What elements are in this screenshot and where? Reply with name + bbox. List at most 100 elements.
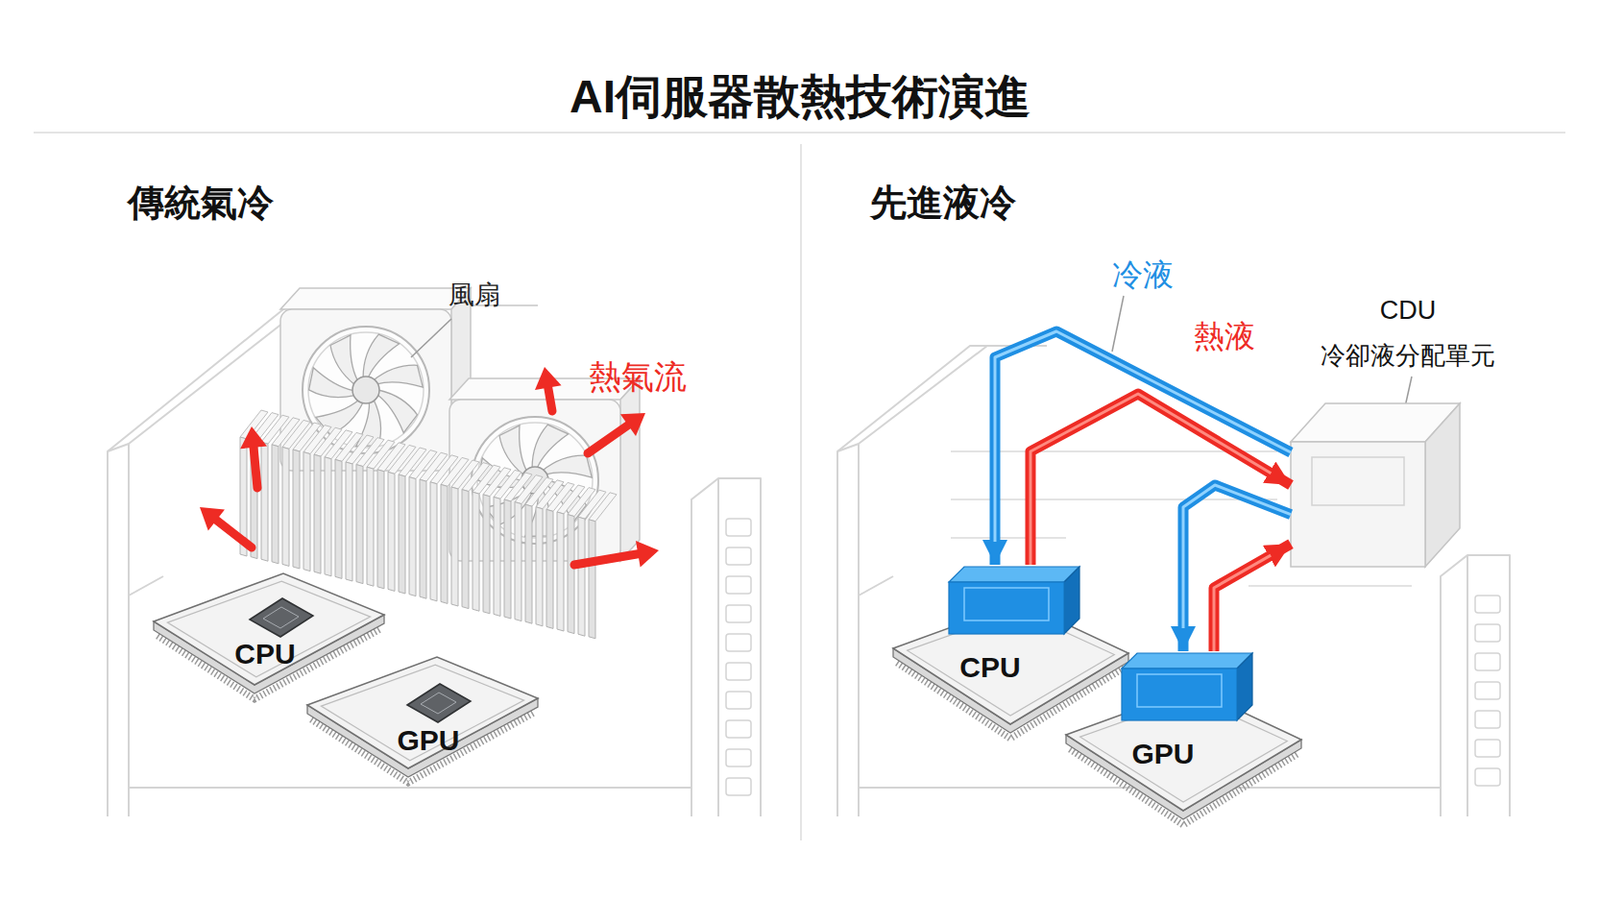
node-label: CDU [1380, 296, 1437, 326]
node-label: CPU [234, 637, 295, 670]
cold-plate-top [1121, 653, 1253, 669]
pipe-label: 冷液 [1112, 258, 1174, 292]
chip-die [249, 598, 314, 637]
vent-slot [726, 662, 752, 680]
vent-slot [1475, 624, 1501, 642]
heatsink-fin [472, 491, 480, 611]
coolant-pipe [1030, 393, 1291, 565]
cold-plate-side [1236, 653, 1253, 721]
node-label: GPU [396, 724, 460, 756]
chassis-line [1440, 555, 1510, 817]
vent-slot [1475, 739, 1501, 757]
cold-plate-detail [964, 587, 1049, 621]
pipe-label: 熱液 [1193, 319, 1256, 354]
heatsink-fin [314, 454, 321, 574]
heatsink-fin [303, 452, 311, 572]
cold-plate-front [948, 581, 1065, 634]
airflow-arrow [216, 520, 252, 548]
heatsink-fin [282, 446, 290, 566]
coolant-pipe [1213, 543, 1291, 652]
chip-top [153, 573, 385, 685]
node-shape [307, 645, 538, 780]
vent-slot [726, 605, 752, 623]
heatsink-fin [546, 509, 554, 629]
node-label: 冷卻液分配單元 [1320, 341, 1496, 370]
chip-rim [167, 581, 370, 678]
chassis-line [717, 478, 720, 817]
chassis-line [128, 305, 306, 817]
heatsink-fin [271, 444, 279, 564]
heatsink-fin [430, 482, 437, 602]
callout-label: 熱氣流 [588, 359, 687, 395]
cold-plate-front [1121, 668, 1237, 721]
heatsink-fin [461, 489, 469, 609]
heatsink-fin [451, 486, 459, 607]
airflow-arrowhead [534, 366, 562, 390]
node-shape [153, 561, 385, 697]
chassis-line [107, 443, 129, 452]
node-shape [1290, 403, 1460, 567]
fan-ring [302, 326, 430, 454]
cpu-chip: CPU [893, 564, 1129, 728]
vent-slot [726, 691, 752, 709]
fan-blade [377, 389, 418, 434]
node-shape [893, 564, 1129, 728]
cdu-side [1425, 403, 1460, 567]
node-label: CPU [959, 651, 1020, 683]
vent-slot [726, 518, 752, 536]
fan-blade [330, 335, 358, 386]
fan-housing [280, 288, 471, 310]
heatsink-fin [409, 477, 416, 597]
fan-blade [373, 364, 423, 388]
chassis-line [128, 576, 164, 596]
heatsink-fin [483, 494, 490, 614]
fan-blade [542, 455, 592, 478]
divider-line [33, 131, 1566, 134]
heatsink-fin [504, 499, 511, 619]
heatsink-fin [578, 516, 585, 636]
diagram-title: AI伺服器散熱技術演進 [569, 72, 1031, 123]
callout-label: 風扇 [448, 281, 501, 311]
airflow-arrow [253, 447, 258, 488]
gpu-chip: GPU [307, 645, 538, 780]
heatsink-fin [292, 449, 300, 569]
vent-slot [1475, 681, 1501, 700]
heatsink-fin [588, 519, 596, 639]
pipe-highlight [1213, 555, 1271, 652]
chassis-line [691, 478, 761, 817]
heatsink-fin [588, 492, 617, 522]
section-heading: 傳統氣冷 [127, 183, 274, 224]
fan-hub [352, 376, 380, 404]
airflow-arrowhead [620, 412, 646, 437]
heatsink-fin [525, 504, 533, 624]
vent-slot [1475, 595, 1501, 613]
vent-slot [726, 547, 752, 565]
vent-slot [726, 777, 752, 796]
airflow-arrowhead [635, 540, 659, 568]
cold-plate-top [948, 566, 1080, 582]
fan-blade [499, 425, 527, 476]
chassis-line [128, 786, 692, 789]
heatsink-fin [398, 474, 406, 594]
cold-plate-detail [1137, 674, 1222, 707]
cdu-panel [1311, 457, 1405, 506]
airflow-arrowhead [240, 426, 267, 449]
vent-slot [726, 749, 752, 767]
cpu-chip: CPU [153, 561, 385, 697]
heatsink-fin [377, 469, 385, 589]
chip-die-detail [263, 606, 299, 629]
chassis-line [858, 576, 894, 596]
heatsink-fin [356, 464, 364, 584]
heatsink-fin [514, 502, 522, 622]
vent-slot [726, 720, 752, 738]
heatsink-fin [535, 507, 543, 627]
heatsink-fin [440, 484, 448, 604]
heatsink-fin [567, 514, 575, 634]
pipe-highlight [1183, 484, 1291, 629]
airflow-arrowhead [199, 507, 225, 532]
heatsink-fin [261, 441, 268, 561]
fan-housing [620, 378, 640, 561]
